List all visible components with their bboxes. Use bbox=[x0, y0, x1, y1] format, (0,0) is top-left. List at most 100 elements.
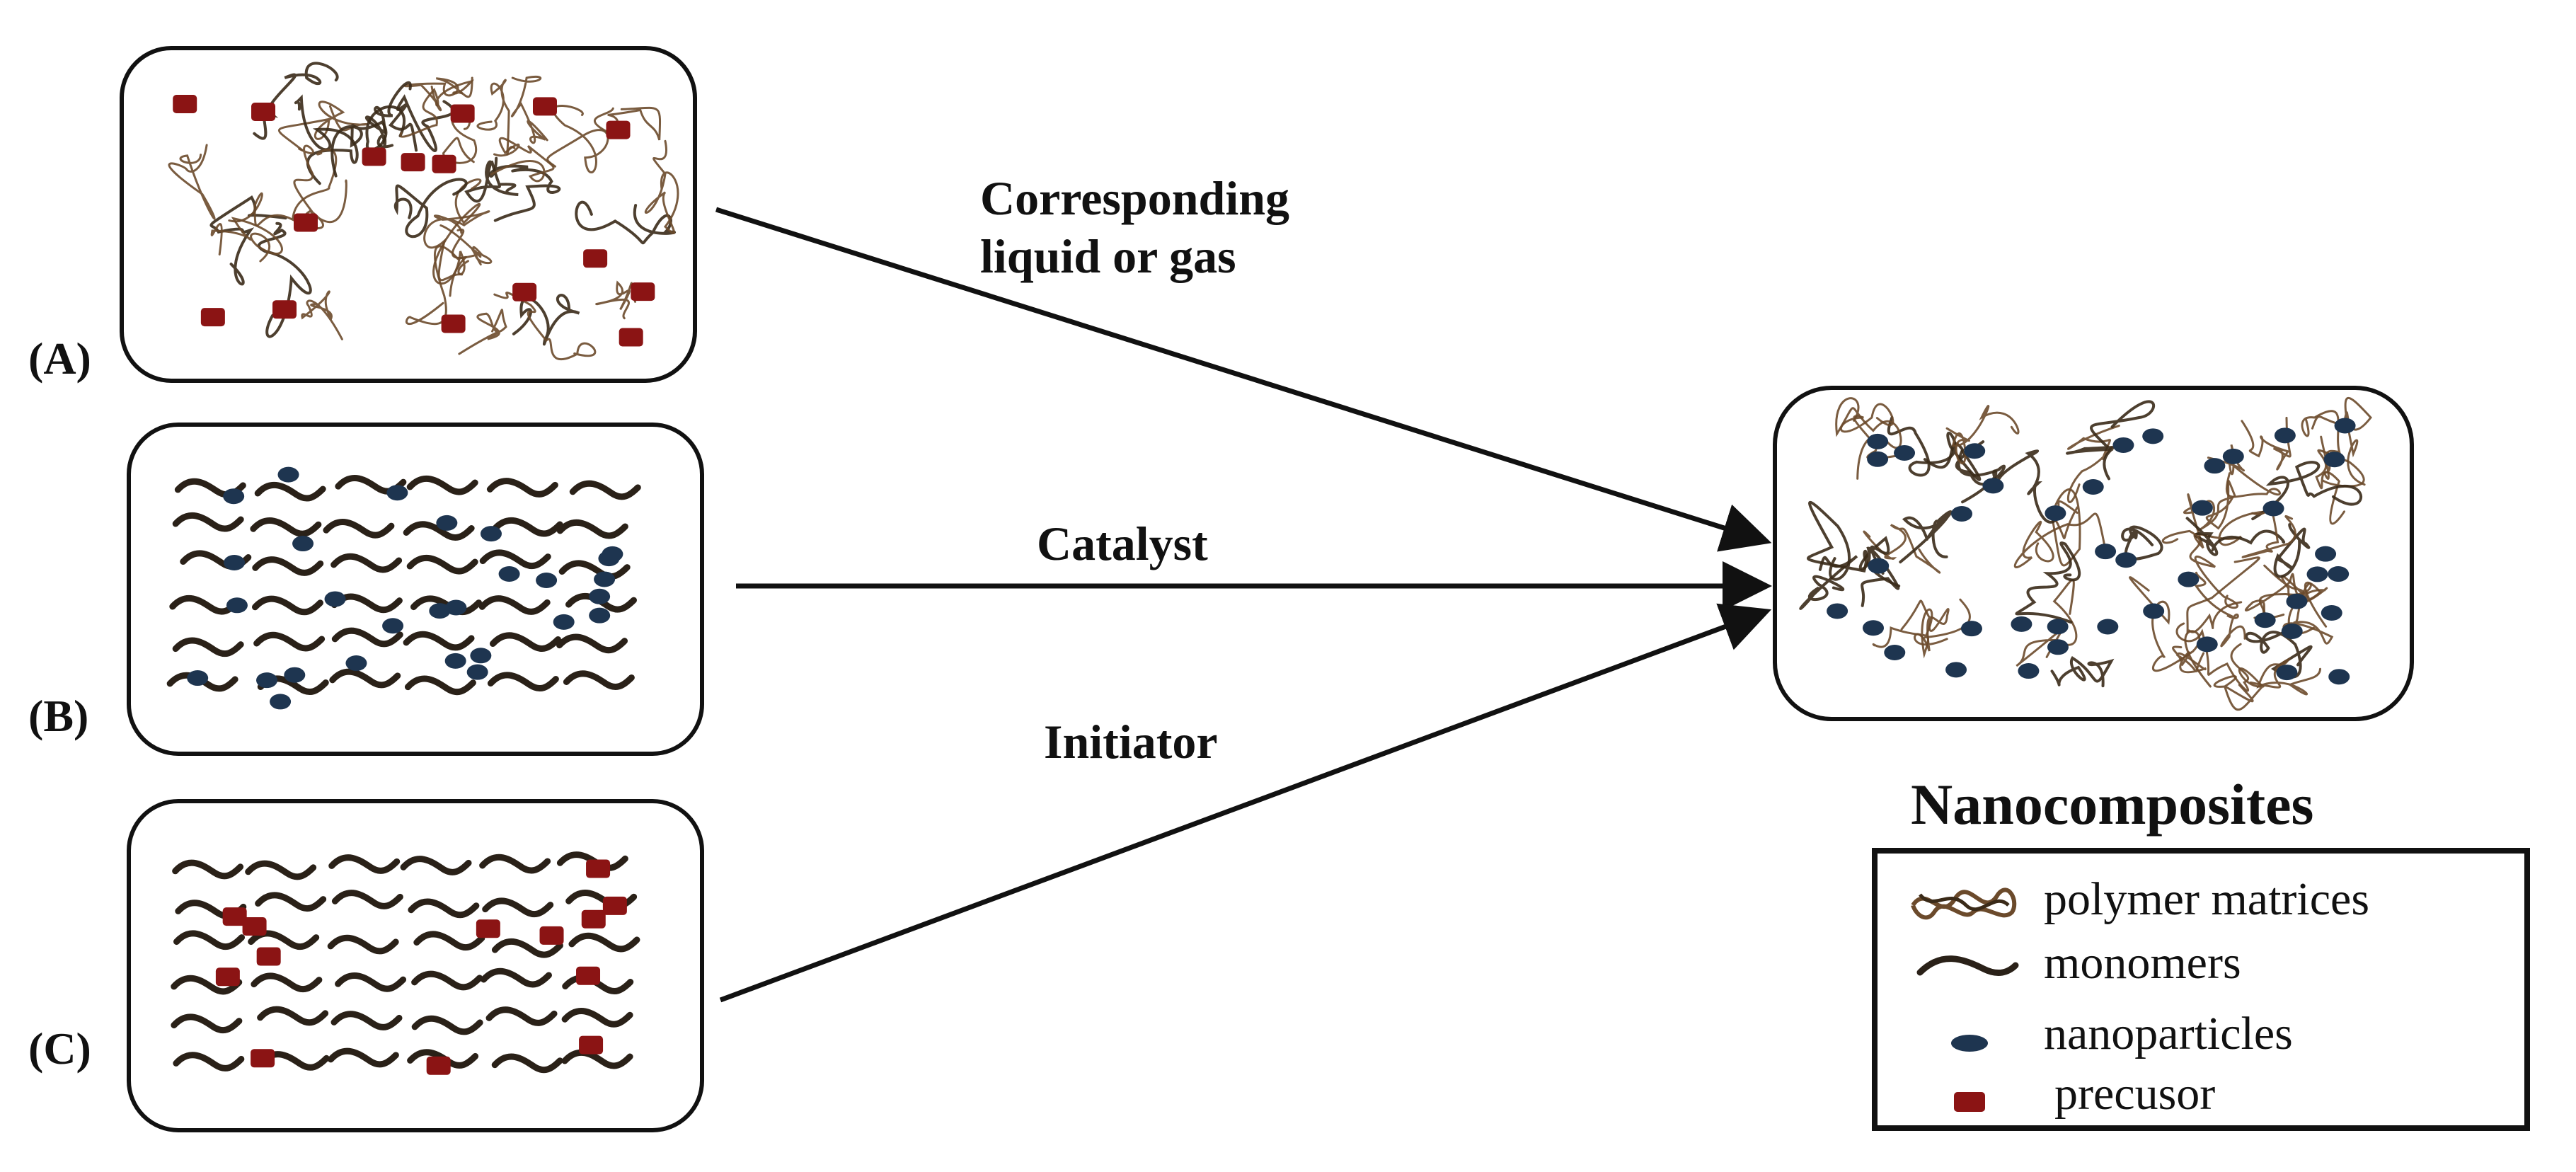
precursor-particle bbox=[532, 97, 557, 116]
precursor-particle bbox=[586, 859, 611, 878]
arrow-a bbox=[715, 207, 1772, 552]
nanoparticle bbox=[1945, 662, 1967, 678]
nanoparticle bbox=[2323, 452, 2345, 468]
precursor-particle bbox=[251, 1049, 275, 1068]
polymer-chain bbox=[210, 217, 283, 263]
monomer-chain bbox=[403, 631, 475, 651]
precursor-particle bbox=[576, 966, 601, 985]
polymer-chain bbox=[293, 144, 347, 229]
nanoparticle bbox=[270, 694, 292, 710]
polymer-chain bbox=[2185, 517, 2286, 556]
legend-item-polymer: polymer matrices bbox=[1878, 868, 2524, 931]
monomer-chain bbox=[172, 637, 244, 657]
nanoparticle bbox=[277, 466, 299, 483]
nanoparticle bbox=[2018, 663, 2040, 679]
panel-a-box bbox=[120, 46, 697, 383]
nanoparticle bbox=[553, 614, 575, 630]
monomer-chain bbox=[485, 1006, 558, 1026]
nanoparticle bbox=[1862, 620, 1884, 636]
precursor-particle bbox=[512, 282, 537, 301]
polymer-chain bbox=[2273, 523, 2311, 578]
monomer-chain bbox=[330, 1011, 403, 1030]
precursor-particle bbox=[256, 947, 281, 966]
polymer-chain bbox=[2172, 645, 2207, 674]
monomer-chain bbox=[330, 593, 403, 614]
precursor-particle bbox=[362, 147, 386, 166]
arrow-c-label: Initiator bbox=[1044, 715, 1218, 769]
monomer-chain bbox=[400, 856, 472, 875]
nanoparticle bbox=[2328, 669, 2350, 685]
precursor-particle bbox=[606, 120, 631, 139]
monomer-chain bbox=[245, 860, 317, 880]
nanoparticle bbox=[2222, 448, 2244, 464]
nanoparticle bbox=[2196, 636, 2218, 653]
legend-item-monomer: monomers bbox=[1878, 931, 2524, 995]
monomer-chain bbox=[486, 478, 558, 498]
monomer-chain bbox=[568, 932, 640, 953]
monomer-chain bbox=[171, 1013, 243, 1034]
monomer-chain bbox=[323, 519, 395, 539]
nanoparticle bbox=[1827, 603, 1848, 619]
polymer-chain bbox=[1807, 501, 1901, 587]
polymer-chain bbox=[2161, 529, 2238, 609]
polymer-chain bbox=[2194, 571, 2246, 648]
nanoparticle bbox=[480, 526, 502, 542]
arrow-a-label-line1: Corresponding bbox=[980, 171, 1290, 225]
nanoparticle bbox=[284, 667, 306, 683]
nanoparticle bbox=[224, 555, 246, 571]
polymer-chain bbox=[510, 75, 548, 144]
monomer-chain bbox=[327, 1047, 399, 1068]
legend-item-nanoparticle: nanoparticles bbox=[1878, 1002, 2524, 1066]
polymer-chain bbox=[595, 280, 636, 320]
precursor-particle bbox=[293, 213, 318, 232]
legend-label: precusor bbox=[2054, 1068, 2216, 1120]
polymer-chain bbox=[393, 178, 468, 239]
polymer-chain bbox=[1887, 416, 1982, 481]
nanoparticle bbox=[2254, 612, 2276, 628]
legend-label: nanoparticles bbox=[2044, 1008, 2293, 1059]
nanoparticle bbox=[1868, 558, 1890, 574]
nanoparticle bbox=[2328, 566, 2350, 582]
nanoparticle bbox=[429, 603, 451, 619]
polymer-chain bbox=[399, 79, 475, 138]
monomer-chain bbox=[171, 975, 243, 995]
nanoparticle bbox=[2191, 500, 2213, 516]
precursor-particle bbox=[432, 154, 456, 173]
monomer-chain bbox=[173, 930, 246, 950]
precursor-particle bbox=[401, 153, 425, 172]
polymer-chain bbox=[2186, 556, 2260, 636]
monomer-chain bbox=[491, 1053, 563, 1074]
nanoparticle bbox=[2306, 566, 2328, 582]
monomer-chain bbox=[251, 972, 323, 993]
polymer-chain bbox=[2066, 400, 2155, 481]
polymer-chain bbox=[258, 222, 312, 338]
monomer-chain bbox=[331, 890, 403, 909]
precursor-particle bbox=[579, 1035, 604, 1055]
nanoparticle bbox=[594, 571, 616, 587]
polymer-chain bbox=[294, 94, 359, 185]
nanoparticle bbox=[1867, 433, 1889, 449]
polymer-chain bbox=[1799, 555, 1858, 610]
monomer-chain bbox=[403, 521, 475, 541]
precursor-particle bbox=[426, 1056, 451, 1075]
nanoparticle-icon bbox=[1951, 1035, 1988, 1052]
nanoparticle bbox=[536, 573, 558, 589]
polymer-chain bbox=[2013, 512, 2106, 568]
polymer-chain bbox=[575, 200, 677, 245]
monomer-chain bbox=[252, 556, 324, 576]
polymer-chain bbox=[2067, 425, 2120, 503]
monomer-chain bbox=[172, 859, 244, 880]
nanoparticle bbox=[382, 618, 404, 634]
nanoparticle bbox=[470, 648, 492, 664]
legend-label: monomers bbox=[2044, 937, 2241, 989]
nanoparticle bbox=[2047, 619, 2069, 635]
polymer-chain bbox=[2050, 656, 2115, 688]
monomer-chain bbox=[561, 1049, 633, 1069]
monomer-chain bbox=[253, 631, 326, 652]
precursor-particle bbox=[450, 104, 475, 123]
nanoparticle bbox=[2334, 418, 2356, 434]
monomer-chain bbox=[327, 934, 399, 955]
panel-a-polymer-precursor bbox=[168, 62, 679, 360]
